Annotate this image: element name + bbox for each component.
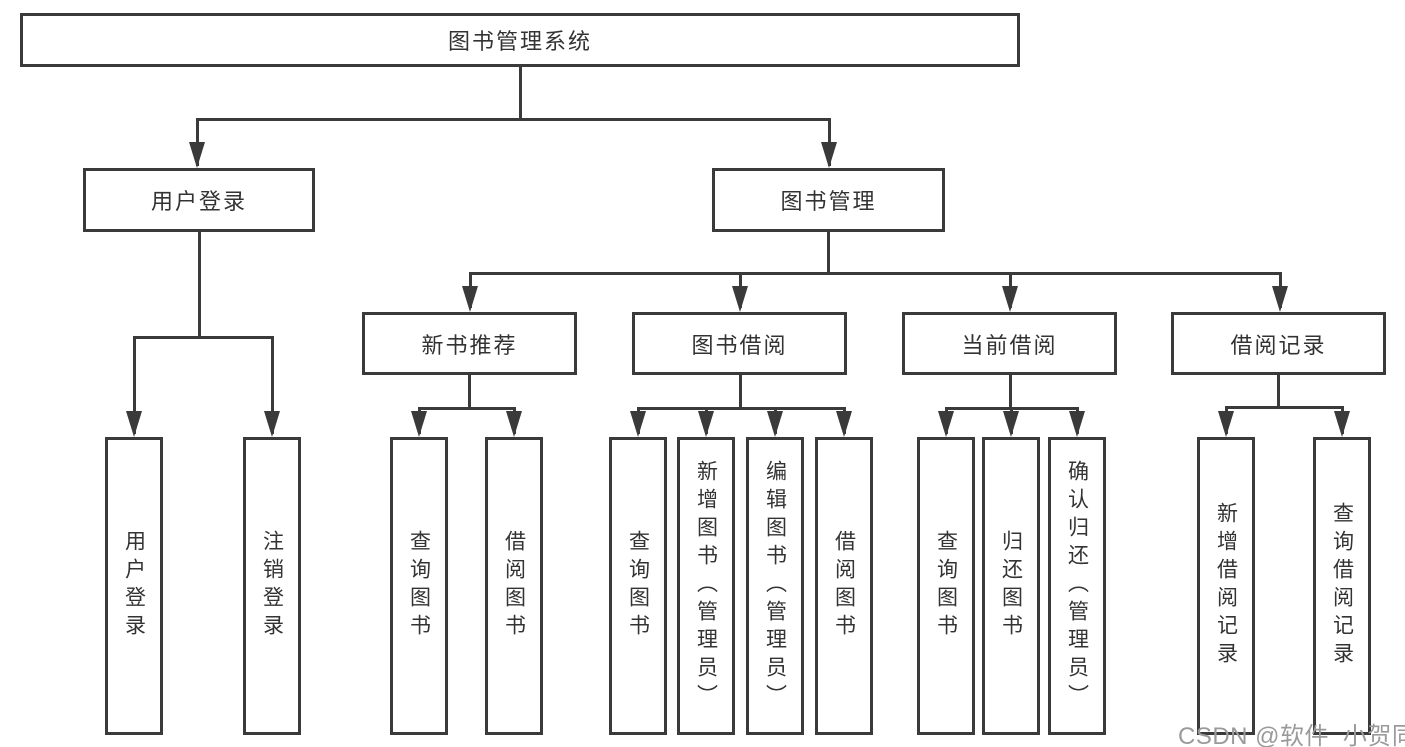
node-borrow-books-recommend: 借阅图书 (485, 437, 543, 735)
node-logout: 注销登录 (243, 437, 301, 735)
connector-line (133, 336, 136, 434)
node-borrowing-records: 借阅记录 (1171, 312, 1386, 375)
connector-line (419, 407, 516, 410)
node-return-books-label: 归还图书 (999, 530, 1023, 642)
arrowhead-down-icon (630, 411, 646, 437)
connector-line (271, 336, 274, 434)
arrowhead-down-icon (462, 286, 478, 312)
connector-line (519, 67, 522, 118)
node-new-book-recommend: 新书推荐 (362, 312, 577, 375)
arrowhead-down-icon (1003, 411, 1019, 437)
node-library-system: 图书管理系统 (20, 13, 1020, 67)
node-edit-book-admin-label: 编辑图书（管理员） (763, 460, 787, 712)
arrowhead-down-icon (821, 142, 837, 168)
node-book-management: 图书管理 (712, 168, 945, 232)
node-user-login-leaf-label: 用户登录 (122, 530, 146, 642)
arrowhead-down-icon (1218, 411, 1234, 437)
arrowhead-down-icon (732, 286, 748, 312)
node-query-books-current-label: 查询图书 (934, 530, 958, 642)
node-query-borrow-record-label: 查询借阅记录 (1330, 502, 1354, 670)
node-query-books-borrowing: 查询图书 (609, 437, 667, 735)
arrowhead-down-icon (189, 142, 205, 168)
connector-line (1277, 375, 1280, 407)
node-add-borrow-record-label: 新增借阅记录 (1214, 502, 1238, 670)
connector-line (468, 375, 471, 408)
node-user-login-leaf: 用户登录 (105, 437, 163, 735)
arrowhead-down-icon (1334, 411, 1350, 437)
arrowhead-down-icon (126, 411, 142, 437)
node-return-books: 归还图书 (982, 437, 1040, 735)
connector-line (134, 336, 274, 339)
arrowhead-down-icon (1069, 411, 1085, 437)
node-edit-book-admin: 编辑图书（管理员） (746, 437, 804, 735)
node-current-borrowing-label: 当前借阅 (961, 332, 1058, 358)
arrowhead-down-icon (264, 411, 280, 437)
connector-line (197, 118, 831, 121)
arrowhead-down-icon (1002, 286, 1018, 312)
node-logout-label: 注销登录 (260, 530, 284, 642)
node-borrow-books-leaf-label: 借阅图书 (832, 530, 856, 642)
node-user-login: 用户登录 (83, 168, 315, 232)
connector-line (198, 232, 201, 338)
node-add-book-admin-label: 新增图书（管理员） (694, 460, 718, 712)
arrowhead-down-icon (698, 411, 714, 437)
node-borrowing-records-label: 借阅记录 (1230, 332, 1327, 358)
connector-line (638, 407, 846, 410)
node-add-borrow-record: 新增借阅记录 (1197, 437, 1255, 735)
node-confirm-return-admin-label: 确认归还（管理员） (1065, 460, 1089, 712)
arrowhead-down-icon (506, 411, 522, 437)
connector-line (739, 375, 742, 408)
node-book-borrowing-label: 图书借阅 (691, 332, 788, 358)
connector-line (1009, 375, 1012, 408)
arrowhead-down-icon (836, 411, 852, 437)
node-new-book-recommend-label: 新书推荐 (421, 332, 518, 358)
node-query-books-recommend: 查询图书 (390, 437, 448, 735)
node-query-books-borrowing-label: 查询图书 (626, 530, 650, 642)
connector-line (470, 272, 1282, 275)
connector-line (1226, 406, 1344, 409)
arrowhead-down-icon (411, 411, 427, 437)
node-confirm-return-admin: 确认归还（管理员） (1048, 437, 1106, 735)
node-add-book-admin: 新增图书（管理员） (677, 437, 735, 735)
node-book-borrowing: 图书借阅 (632, 312, 847, 375)
watermark: CSDN @软件_小贺同学 (1178, 723, 1405, 747)
arrowhead-down-icon (1272, 286, 1288, 312)
connector-line (827, 232, 830, 273)
arrowhead-down-icon (938, 411, 954, 437)
node-query-books-recommend-label: 查询图书 (407, 530, 431, 642)
node-library-system-label: 图书管理系统 (447, 29, 592, 54)
node-borrow-books-leaf: 借阅图书 (815, 437, 873, 735)
node-current-borrowing: 当前借阅 (902, 312, 1117, 375)
node-borrow-books-recommend-label: 借阅图书 (502, 530, 526, 642)
node-user-login-label: 用户登录 (150, 189, 247, 214)
arrowhead-down-icon (767, 411, 783, 437)
node-book-management-label: 图书管理 (780, 189, 877, 214)
node-query-borrow-record: 查询借阅记录 (1313, 437, 1371, 735)
node-query-books-current: 查询图书 (917, 437, 975, 735)
